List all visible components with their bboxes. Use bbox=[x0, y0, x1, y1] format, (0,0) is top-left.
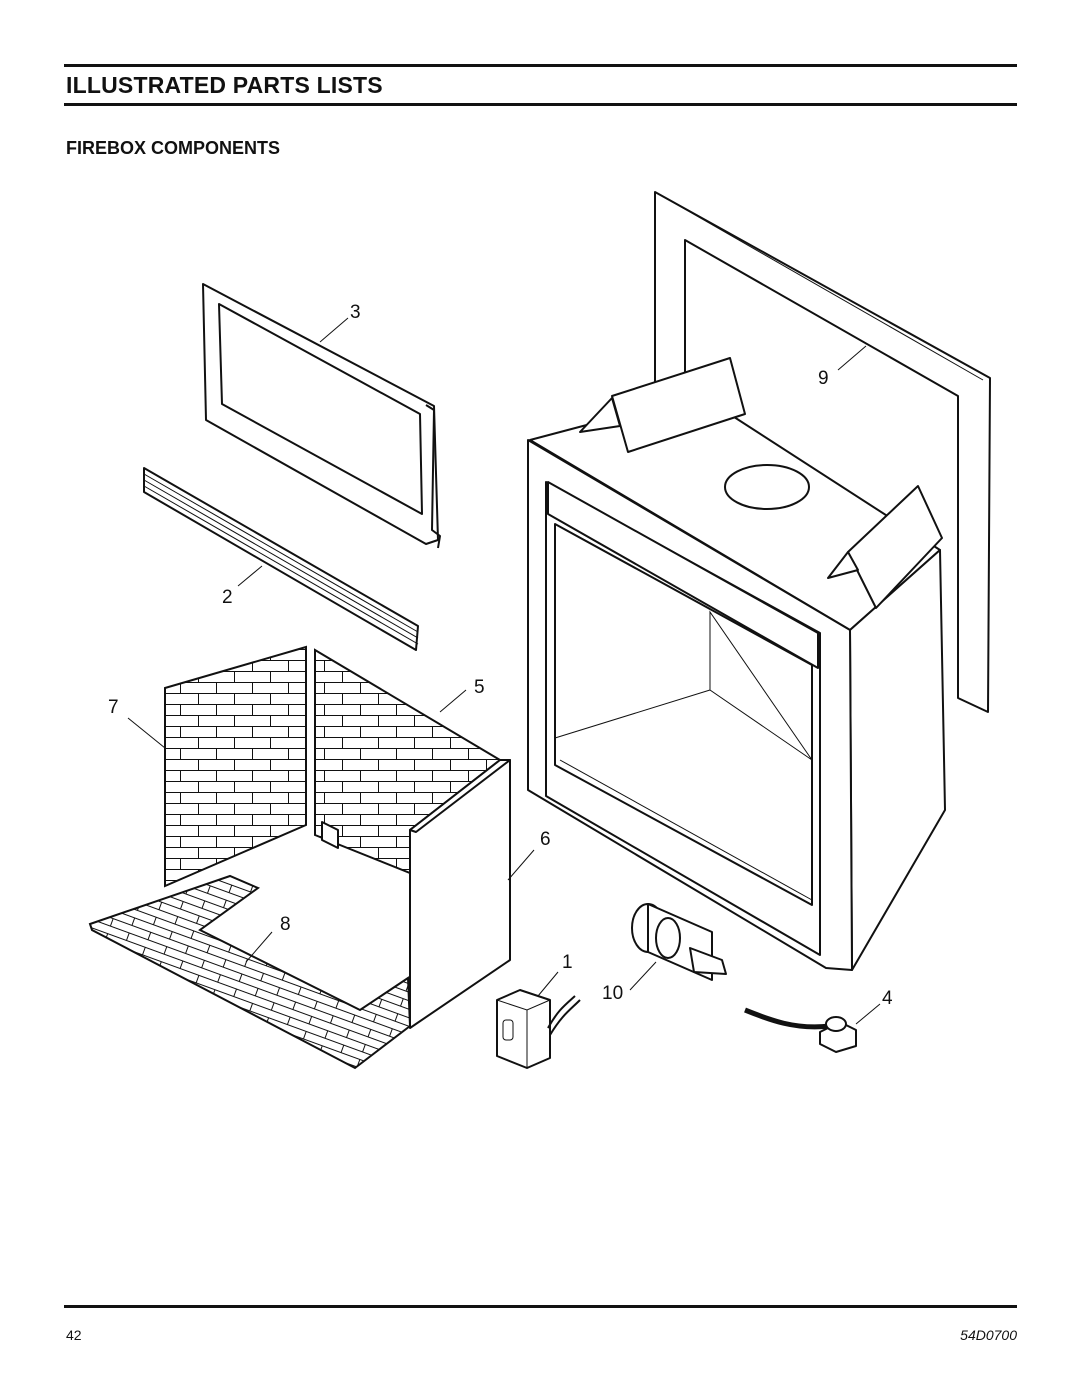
leader-lines bbox=[127, 317, 881, 1025]
part-7-left-brick-panel bbox=[164, 645, 307, 888]
part-2-rail bbox=[143, 467, 419, 651]
callout-10: 10 bbox=[602, 983, 623, 1004]
header-rule-bottom bbox=[64, 103, 1017, 106]
callout-8: 8 bbox=[280, 914, 291, 935]
callout-1: 1 bbox=[562, 952, 573, 973]
part-1-receptacle-box bbox=[496, 989, 581, 1069]
document-code: 54D0700 bbox=[960, 1327, 1017, 1343]
footer-rule bbox=[64, 1305, 1017, 1308]
firebox-unit bbox=[527, 357, 946, 971]
part-3-glass-frame bbox=[202, 283, 441, 549]
callout-labels: 3 9 2 5 7 6 8 1 10 4 bbox=[108, 302, 893, 1009]
part-5-rear-brick-panel bbox=[314, 648, 502, 875]
part-6-side-panel bbox=[409, 759, 511, 1029]
callout-9: 9 bbox=[818, 368, 829, 389]
part-8-brick-floor bbox=[88, 874, 412, 1070]
callout-3: 3 bbox=[350, 302, 361, 323]
section-title: FIREBOX COMPONENTS bbox=[66, 138, 281, 158]
callout-5: 5 bbox=[474, 677, 485, 698]
page-title: ILLUSTRATED PARTS LISTS bbox=[66, 72, 383, 98]
callout-6: 6 bbox=[540, 829, 551, 850]
callout-2: 2 bbox=[222, 587, 233, 608]
callout-4: 4 bbox=[882, 988, 893, 1009]
page-number: 42 bbox=[66, 1327, 82, 1343]
part-10-blower bbox=[631, 903, 727, 981]
callout-7: 7 bbox=[108, 697, 119, 718]
part-4-sensor bbox=[744, 1007, 857, 1053]
header-rule-top bbox=[64, 64, 1017, 67]
